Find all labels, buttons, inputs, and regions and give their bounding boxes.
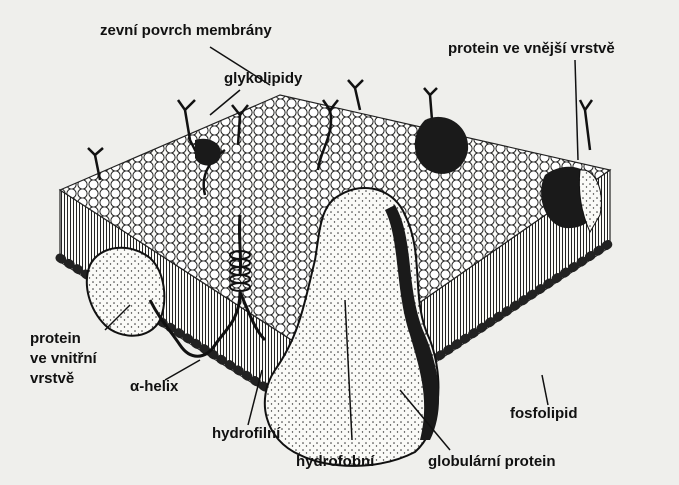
label-inner-protein-line3: vrstvě — [30, 370, 74, 388]
label-alpha-helix: α-helix — [130, 378, 178, 396]
label-hydrophobic: hydrofobní — [296, 453, 374, 471]
label-outer-protein: protein ve vnější vrstvě — [448, 40, 615, 58]
outer-protein-top — [415, 117, 468, 174]
label-inner-protein-line2: ve vnitřní — [30, 350, 97, 368]
label-hydrophilic: hydrofilní — [212, 425, 280, 443]
label-globular-protein: globulární protein — [428, 453, 556, 471]
inner-layer-protein-shape — [87, 248, 164, 336]
label-inner-protein-line1: protein — [30, 330, 81, 348]
label-glycolipids: glykolipidy — [224, 70, 302, 88]
label-outer-surface: zevní povrch membrány — [100, 22, 272, 40]
label-phospholipid: fosfolipid — [510, 405, 578, 423]
